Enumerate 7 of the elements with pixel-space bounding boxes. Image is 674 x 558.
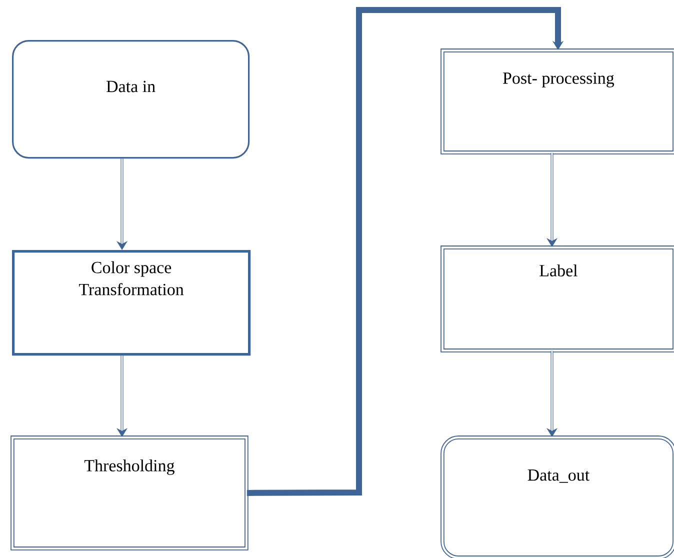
terminal-box: Data in [12,40,250,159]
process-box: Color space Transformation [12,250,251,356]
terminal-box: Data_out [440,436,674,558]
process-box: Thresholding [10,436,248,550]
arrow [246,7,564,496]
process-box: Label [440,246,674,352]
process-box: Post- processing [440,48,674,154]
